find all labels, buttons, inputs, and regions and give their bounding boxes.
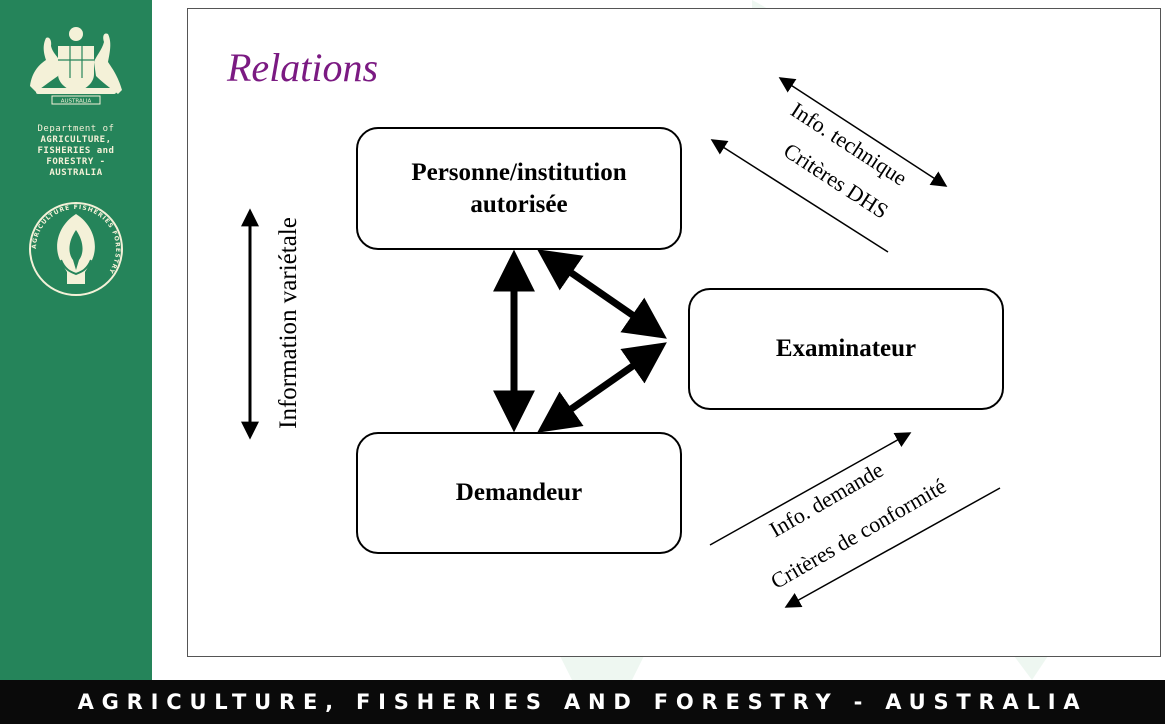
- dept-line-3: FISHERIES and: [37, 146, 115, 156]
- slide-title: Relations: [227, 45, 379, 90]
- slide-panel: [187, 8, 1161, 657]
- footer-text: AGRICULTURE, FISHERIES AND FORESTRY - AU…: [77, 690, 1088, 714]
- sidebar: AUSTRALIA Department of AGRICULTURE, FIS…: [0, 0, 152, 680]
- box-demandeur-label: Demandeur: [455, 479, 583, 506]
- dept-line-4: FORESTRY -: [46, 157, 106, 167]
- box-demandeur: Demandeur: [356, 432, 682, 554]
- crest-label: AUSTRALIA: [61, 99, 92, 105]
- footer-bar: AGRICULTURE, FISHERIES AND FORESTRY - AU…: [0, 680, 1165, 724]
- box-personne-institution: Personne/institution autorisée: [356, 127, 682, 250]
- leaf-emblem-logo: AGRICULTURE FISHERIES FORESTRY: [29, 202, 123, 296]
- coat-of-arms-logo: AUSTRALIA: [30, 27, 122, 105]
- box-examinateur: Examinateur: [688, 288, 1004, 410]
- dept-line-2: AGRICULTURE,: [40, 135, 112, 145]
- box-personne-line-2: autorisée: [470, 190, 568, 218]
- dept-line-1: Department of: [37, 124, 115, 134]
- box-personne-line-1: Personne/institution: [411, 158, 627, 186]
- department-name: Department of AGRICULTURE, FISHERIES and…: [0, 124, 152, 179]
- dept-line-5: AUSTRALIA: [49, 168, 103, 178]
- box-examinateur-label: Examinateur: [775, 335, 917, 362]
